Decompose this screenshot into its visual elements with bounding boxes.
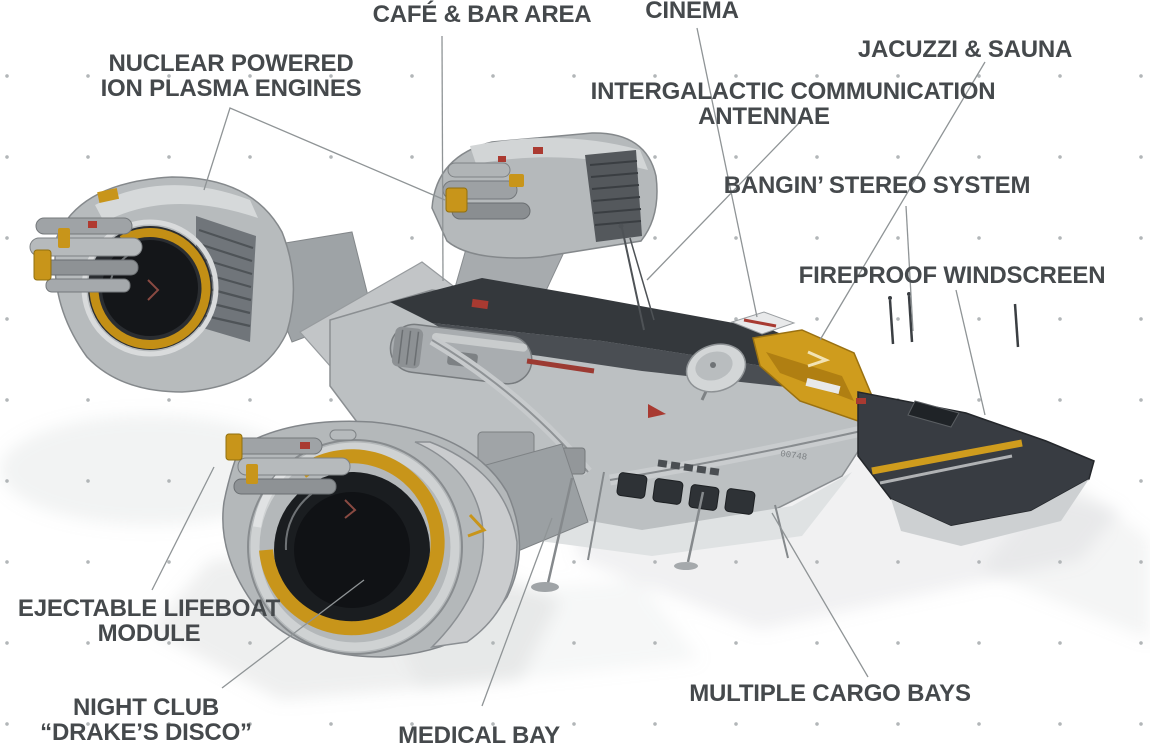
left-engine-nacelle bbox=[29, 176, 373, 393]
satellite-dish-icon bbox=[685, 343, 747, 401]
label-ejectable-lifeboat-module: EJECTABLE LIFEBOAT MODULE bbox=[18, 596, 280, 646]
label-medical-bay: MEDICAL BAY bbox=[398, 723, 560, 748]
label-multiple-cargo-bays: MULTIPLE CARGO BAYS bbox=[689, 681, 971, 706]
bottom-engine-nacelle bbox=[222, 420, 589, 658]
label-text: MODULE bbox=[97, 620, 201, 647]
leader-line-intergalactic-antennae bbox=[646, 121, 801, 281]
label-text: MEDICAL BAY bbox=[398, 722, 560, 749]
leader-line-stereo-system bbox=[905, 205, 914, 332]
label-text: MULTIPLE CARGO BAYS bbox=[689, 680, 971, 707]
leader-lines bbox=[151, 27, 986, 707]
communication-antennae bbox=[618, 223, 1020, 401]
label-cinema: CINEMA bbox=[645, 0, 739, 24]
leader-line-nuclear-engines bbox=[203, 107, 446, 201]
leader-line-fireproof-windscreen bbox=[955, 289, 986, 416]
landing-gear bbox=[531, 471, 789, 592]
label-fireproof-windscreen: FIREPROOF WINDSCREEN bbox=[799, 263, 1106, 288]
label-text: CINEMA bbox=[645, 0, 739, 24]
label-text: CAFÉ & BAR AREA bbox=[372, 1, 592, 28]
label-text: ANTENNAE bbox=[698, 103, 830, 130]
label-text: NUCLEAR POWERED bbox=[108, 50, 354, 77]
leader-line-night-club bbox=[221, 579, 365, 689]
label-text: “DRAKE’S DISCO” bbox=[40, 719, 252, 746]
leader-line-medical-bay bbox=[481, 517, 553, 707]
label-text: NIGHT CLUB bbox=[72, 694, 219, 721]
label-night-club-drakes-disco: NIGHT CLUB “DRAKE’S DISCO” bbox=[40, 695, 252, 745]
label-text: JACUZZI & SAUNA bbox=[857, 36, 1073, 63]
label-intergalactic-communication-antennae: INTERGALACTIC COMMUNICATION ANTENNAE bbox=[591, 79, 996, 129]
label-text: FIREPROOF WINDSCREEN bbox=[798, 262, 1106, 289]
label-text: ION PLASMA ENGINES bbox=[100, 75, 362, 102]
svg-text:00748: 00748 bbox=[780, 449, 808, 463]
label-bangin-stereo-system: BANGIN’ STEREO SYSTEM bbox=[724, 173, 1031, 198]
label-nuclear-ion-plasma-engines: NUCLEAR POWERED ION PLASMA ENGINES bbox=[101, 51, 362, 101]
label-text: BANGIN’ STEREO SYSTEM bbox=[723, 172, 1031, 199]
label-jacuzzi-sauna: JACUZZI & SAUNA bbox=[857, 36, 1073, 63]
label-text: INTERGALACTIC COMMUNICATION bbox=[590, 78, 996, 105]
leader-line-jacuzzi-sauna bbox=[819, 61, 986, 341]
leader-line-ejectable-lifeboat bbox=[151, 466, 215, 591]
leader-line-cafe-bar bbox=[441, 35, 444, 282]
label-text: EJECTABLE LIFEBOAT bbox=[17, 595, 281, 622]
label-cafe-bar-area: CAFÉ & BAR AREA bbox=[373, 2, 592, 27]
leader-line-cinema bbox=[696, 27, 758, 318]
leader-line-cargo-bays bbox=[771, 512, 869, 678]
